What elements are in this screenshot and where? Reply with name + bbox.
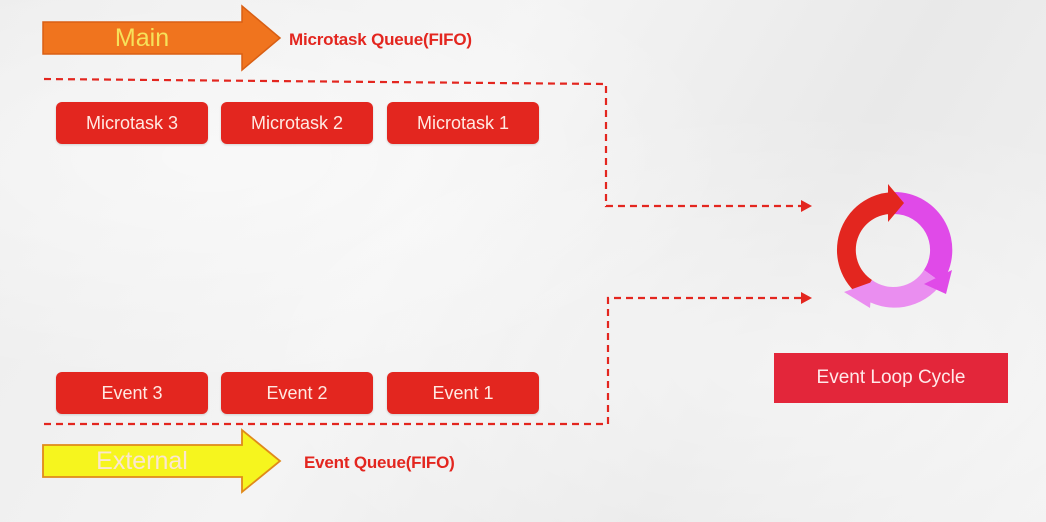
event-loop-cycle-label: Event Loop Cycle (774, 353, 1008, 403)
event-connector-arrowhead (801, 292, 812, 304)
main-arrow: Main (42, 4, 282, 72)
microtask-connector-arrowhead (801, 200, 812, 212)
event-connector (44, 296, 802, 426)
event-queue-title: Event Queue(FIFO) (304, 453, 455, 472)
external-arrow: External (42, 428, 282, 494)
external-arrow-label: External (96, 446, 188, 475)
microtask-chip-2: Microtask 2 (221, 102, 373, 144)
event-chip-3: Event 3 (56, 372, 208, 414)
microtask-chip-3: Microtask 3 (56, 102, 208, 144)
circular-arrows-icon (836, 184, 953, 308)
microtask-queue-title: Microtask Queue(FIFO) (289, 30, 472, 49)
event-chip-1: Event 1 (387, 372, 539, 414)
event-chip-2: Event 2 (221, 372, 373, 414)
microtask-chip-1: Microtask 1 (387, 102, 539, 144)
main-arrow-label: Main (114, 23, 170, 52)
microtask-connector (43, 77, 802, 208)
